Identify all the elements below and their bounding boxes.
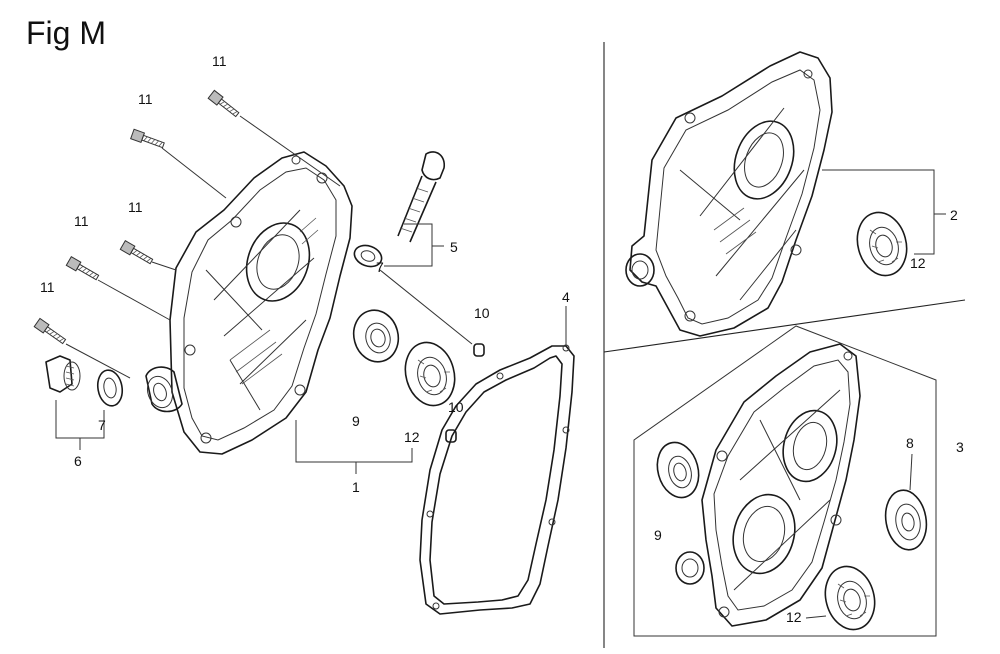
dipstick-bracket: [384, 223, 444, 267]
dowel-pin-icons: [379, 269, 485, 443]
bracket-1: [295, 420, 413, 474]
bearing-12-right-icon: [856, 211, 908, 277]
callout-5: 5: [450, 239, 458, 255]
callout-11: 11: [40, 279, 55, 295]
drain-plug-icon: [45, 355, 81, 393]
callout-11: 11: [138, 91, 153, 107]
panel-dividers: [603, 42, 966, 648]
bracket-2: [822, 169, 946, 255]
bolt-icons: [33, 89, 240, 345]
washer-icon: [96, 369, 124, 407]
oil-seal-9-right-icon: [656, 441, 700, 499]
callout-12: 12: [786, 609, 802, 625]
bolt-leaders: [65, 115, 341, 379]
callout-9: 9: [654, 527, 662, 543]
crankcase-cover-assembly-3-frame: [633, 325, 937, 637]
callout-9: 9: [352, 413, 360, 429]
bearing-12-icon: [404, 341, 456, 407]
callout-2: 2: [950, 207, 958, 223]
bracket-6: [55, 400, 105, 450]
crankcase-cover-assembly-2: [625, 51, 833, 337]
callout-6: 6: [74, 453, 82, 469]
crankcase-cover-drawing: [145, 151, 353, 455]
bearing-12-lower-icon: [805, 565, 876, 631]
callout-10: 10: [448, 399, 464, 415]
callout-12: 12: [404, 429, 420, 445]
callout-labels: 11 11 11 11 11 5 7 7 6 10 10 9 12 1 4 2 …: [40, 53, 964, 625]
oil-seal-9-icon: [352, 309, 400, 363]
callout-4: 4: [562, 289, 570, 305]
callout-7: 7: [98, 417, 106, 433]
callout-7: 7: [376, 259, 384, 275]
callout-8: 8: [906, 435, 914, 451]
gasket-icon: [419, 306, 575, 615]
crankcase-cover-assembly-3: [675, 343, 861, 627]
callout-1: 1: [352, 479, 360, 495]
callout-12: 12: [910, 255, 926, 271]
oil-dipstick-icon: [353, 151, 446, 268]
callout-11: 11: [212, 53, 227, 69]
bearing-8-icon: [884, 453, 928, 551]
callout-10: 10: [474, 305, 490, 321]
figure-title: Fig M: [26, 15, 106, 51]
callout-11: 11: [128, 199, 143, 215]
callout-11: 11: [74, 213, 89, 229]
callout-3: 3: [956, 439, 964, 455]
